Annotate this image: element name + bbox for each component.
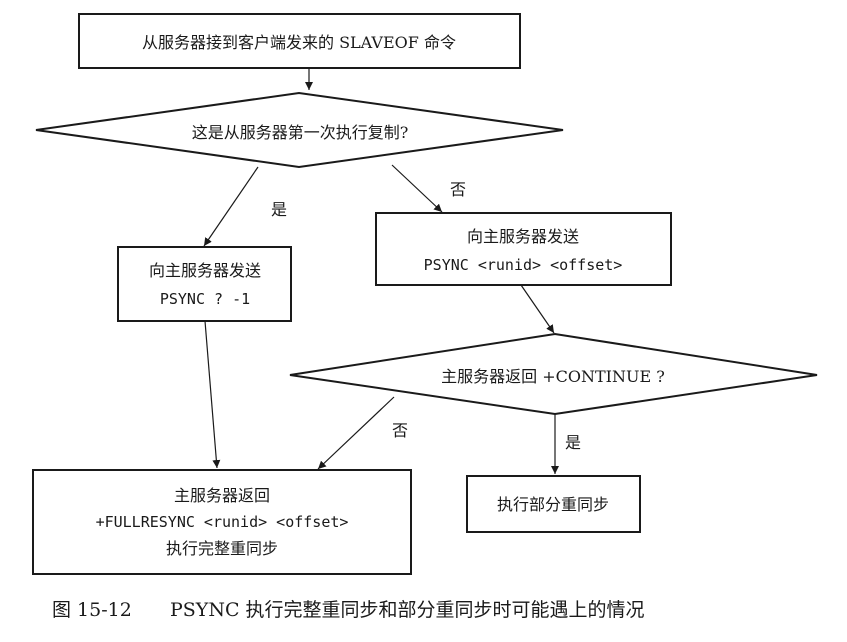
node-send-psync-runid-line1: 向主服务器发送 [467,227,579,246]
node-start: 从服务器接到客户端发来的 SLAVEOF 命令 [78,13,521,69]
node-start-label: 从服务器接到客户端发来的 SLAVEOF 命令 [142,33,456,52]
node-send-psync-init-line2: PSYNC ? -1 [160,290,250,308]
node-full-resync-line2: +FULLRESYNC <runid> <offset> [96,513,349,531]
node-send-psync-runid: 向主服务器发送 PSYNC <runid> <offset> [375,212,672,286]
node-full-resync: 主服务器返回 +FULLRESYNC <runid> <offset> 执行完整… [32,469,412,575]
node-decision2-label: 主服务器返回 +CONTINUE ? [441,367,665,386]
node-decision1-label: 这是从服务器第一次执行复制? [192,123,409,142]
edge-decision1-yes [203,166,259,247]
node-partial-resync-label: 执行部分重同步 [497,495,609,514]
edge-runid-to-decision2 [520,284,555,334]
caption-figure-number: 图 15-12 [52,599,132,621]
node-decision1: 这是从服务器第一次执行复制? [35,91,564,169]
edge-decision1-yes-label: 是 [271,200,287,219]
edge-decision1-no [391,164,443,213]
edge-decision2-no-label: 否 [392,421,408,440]
edge-decision2-yes-label: 是 [565,433,581,452]
node-full-resync-line1: 主服务器返回 [174,486,270,505]
node-decision2: 主服务器返回 +CONTINUE ? [289,332,818,416]
edge-decision1-no-label: 否 [450,180,466,199]
node-send-psync-init: 向主服务器发送 PSYNC ? -1 [117,246,292,322]
figure-caption: 图 15-12 PSYNC 执行完整重同步和部分重同步时可能遇上的情况 [52,599,645,621]
node-send-psync-runid-line2: PSYNC <runid> <offset> [424,256,623,274]
node-full-resync-line3: 执行完整重同步 [166,539,278,558]
caption-text: PSYNC 执行完整重同步和部分重同步时可能遇上的情况 [170,599,645,621]
edge-decision2-no [317,396,395,470]
node-partial-resync: 执行部分重同步 [466,475,641,533]
node-send-psync-init-line1: 向主服务器发送 [149,261,261,280]
edge-init-to-full-resync [204,320,221,469]
